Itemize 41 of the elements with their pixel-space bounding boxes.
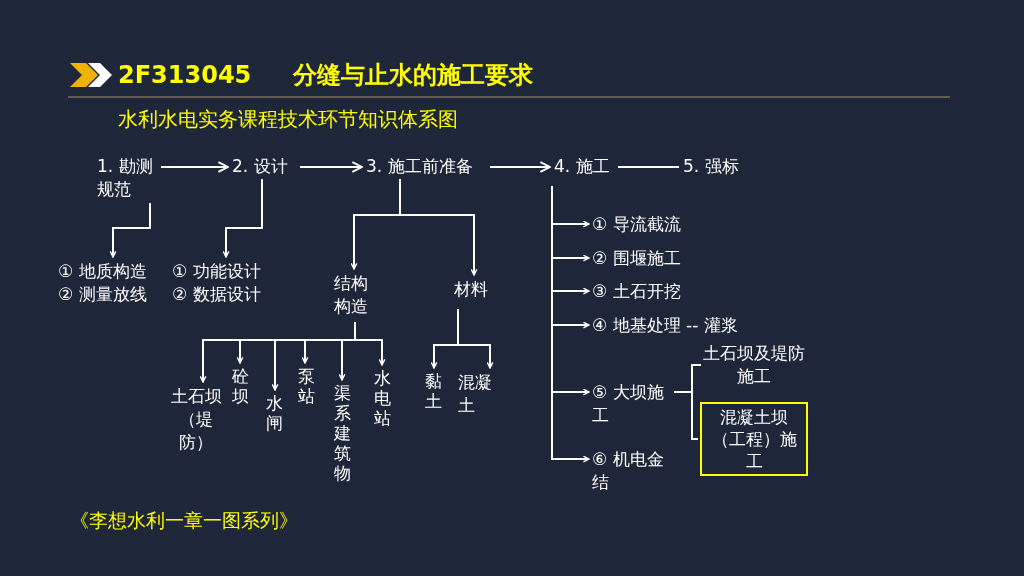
node-label: 混凝土 [458, 371, 493, 417]
node-label: ① 地质构造 [58, 260, 148, 283]
node-label: 砼坝 [232, 366, 250, 406]
arrow [399, 178, 478, 276]
node-label: 泵站 [298, 366, 316, 406]
node-label: ② 围堰施工 [592, 247, 682, 270]
node-label: ① 功能设计 [172, 260, 262, 283]
arrow [551, 185, 590, 463]
node-label: 材料 [454, 278, 489, 301]
arrow [222, 178, 263, 258]
node-label: ① 导流截流 [592, 213, 682, 236]
node-label: 渠系建筑物 [334, 383, 352, 483]
arrow [160, 161, 229, 173]
node-label: 黏土 [425, 371, 443, 411]
highlight-box: 混凝土坝（工程）施工 [700, 402, 808, 476]
node-label: 5. 强标 [683, 155, 740, 178]
node-label: 2. 设计 [232, 155, 289, 178]
arrow [457, 308, 494, 369]
node-label: ⑤ 大坝施工 [592, 381, 665, 427]
bracket-line [673, 391, 699, 440]
connector-line [617, 166, 680, 168]
node-label: 水闸 [266, 393, 284, 433]
arrow [354, 321, 386, 366]
node-label: ② 数据设计 [172, 283, 262, 306]
node-label: 土石坝及堤防施工 [703, 342, 805, 388]
node-label: ④ 地基处理 -- 灌浆 [592, 314, 739, 337]
node-label: 3. 施工前准备 [366, 155, 474, 178]
arrow [109, 202, 151, 258]
series-note: 《李想水利一章一图系列》 [70, 508, 298, 533]
node-label: 结构构造 [334, 272, 369, 318]
node-label: ③ 土石开挖 [592, 280, 682, 303]
node-label: ⑥ 机电金结 [592, 448, 665, 494]
node-label: 水电站 [374, 368, 392, 428]
node-label: 1. 勘测规范 [97, 155, 154, 201]
node-label: ② 测量放线 [58, 283, 148, 306]
subtitle: 水利水电实务课程技术环节知识体系图 [118, 106, 458, 133]
node-label: 4. 施工 [554, 155, 611, 178]
node-label: 土石坝（堤防） [169, 385, 223, 454]
arrow [489, 161, 551, 173]
arrow [299, 161, 363, 173]
slide-title: 2F313045 分缝与止水的施工要求 [118, 60, 534, 90]
